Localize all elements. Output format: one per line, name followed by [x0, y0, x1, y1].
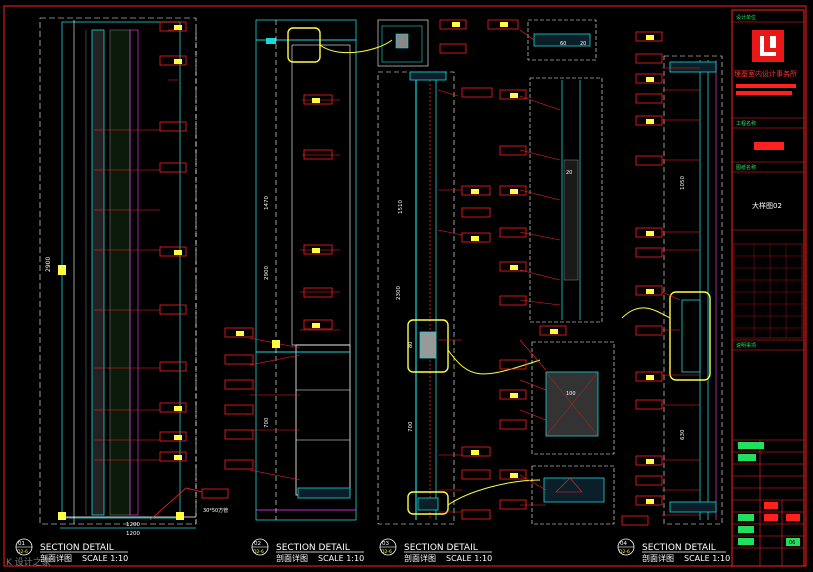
section-01-subtitle: 剖面详图 — [40, 553, 72, 563]
section-01-title: SECTION DETAIL — [40, 543, 114, 553]
dim-s3-upper: 1510 — [398, 200, 404, 214]
firm-logo — [752, 30, 784, 62]
label-project: 工程名称 — [736, 120, 756, 127]
section-03-title: SECTION DETAIL — [404, 543, 478, 553]
section-title-02: 02 D2-6 SECTION DETAIL 剖面详图 SCALE 1:10 — [251, 538, 364, 563]
dim-s2-upper: 1470 — [264, 196, 270, 210]
dim-detail-top-b: 20 — [580, 41, 586, 47]
watermark: K 设计之家 — [6, 556, 51, 568]
label-designer: 设计单位 — [736, 14, 756, 21]
section-02-subtitle: 剖面详图 — [276, 553, 308, 563]
dim-s1-bottom-b: 1200 — [126, 531, 140, 537]
dim-s4-upper: 1050 — [680, 176, 686, 190]
firm-contact-block — [736, 91, 792, 95]
dim-detail-mid2: 20 — [566, 170, 572, 176]
section-04-ref: D2-6 — [619, 549, 630, 555]
title-block — [731, 9, 805, 567]
section-01-number: 01 — [18, 541, 25, 547]
dim-s1-bottom-a: 1200 — [126, 522, 140, 528]
firm-name: 理基室内设计事务所 — [734, 69, 797, 78]
project-name-block — [754, 142, 784, 150]
dim-s3-total: 2300 — [396, 286, 402, 300]
section-02-title: SECTION DETAIL — [276, 543, 350, 553]
section-title-04: 04 D2-6 SECTION DETAIL 剖面详图 SCALE 1:10 — [617, 538, 730, 563]
section-02-scale: SCALE 1:10 — [318, 554, 364, 563]
dim-s3-lower: 700 — [408, 421, 414, 432]
section-03-number: 03 — [382, 541, 389, 547]
section-02-drawing — [224, 19, 357, 521]
section-04-title: SECTION DETAIL — [642, 543, 716, 553]
dim-s3-mid: 80 — [408, 342, 414, 348]
section-02-ref: D2-6 — [253, 549, 264, 555]
section-title-01: 01 D2-6 SECTION DETAIL 剖面详图 SCALE 1:10 — [15, 538, 128, 563]
section-03-ref: D2-6 — [381, 549, 392, 555]
sheet-frame — [3, 5, 807, 567]
section-04-drawing — [621, 31, 723, 526]
section-03-scale: SCALE 1:10 — [446, 554, 492, 563]
dim-s4-lower: 630 — [680, 429, 686, 440]
sheet-number: 06 — [789, 540, 795, 546]
section-03-drawing — [319, 19, 541, 525]
section-02-number: 02 — [254, 541, 261, 547]
section-03-subtitle: 剖面详图 — [404, 553, 436, 563]
dim-detail-mid: 100 — [566, 391, 576, 397]
dim-detail-top-a: 60 — [560, 41, 566, 47]
section-01-leaders — [159, 21, 187, 462]
label-drawing: 图纸名称 — [736, 164, 756, 171]
dim-s2-lower: 700 — [264, 417, 270, 428]
dim-s1-height: 2900 — [45, 257, 52, 272]
section-title-03: 03 D2-6 SECTION DETAIL 剖面详图 SCALE 1:10 — [379, 538, 492, 563]
section-04-scale: SCALE 1:10 — [684, 554, 730, 563]
label-notes: 说明事项 — [736, 342, 756, 349]
section-04-subtitle: 剖面详图 — [642, 553, 674, 563]
section-01-ref: D2-6 — [17, 549, 28, 555]
dim-s2-total: 2900 — [264, 266, 270, 280]
section-01-scale: SCALE 1:10 — [82, 554, 128, 563]
section-04-number: 04 — [620, 541, 627, 547]
detail-callouts — [487, 19, 615, 525]
drawing-name: 大样图02 — [752, 201, 782, 210]
section-01-drawing — [39, 17, 229, 529]
firm-address-block — [736, 84, 796, 88]
note-s1-tube: 30*50方管 — [203, 507, 228, 514]
